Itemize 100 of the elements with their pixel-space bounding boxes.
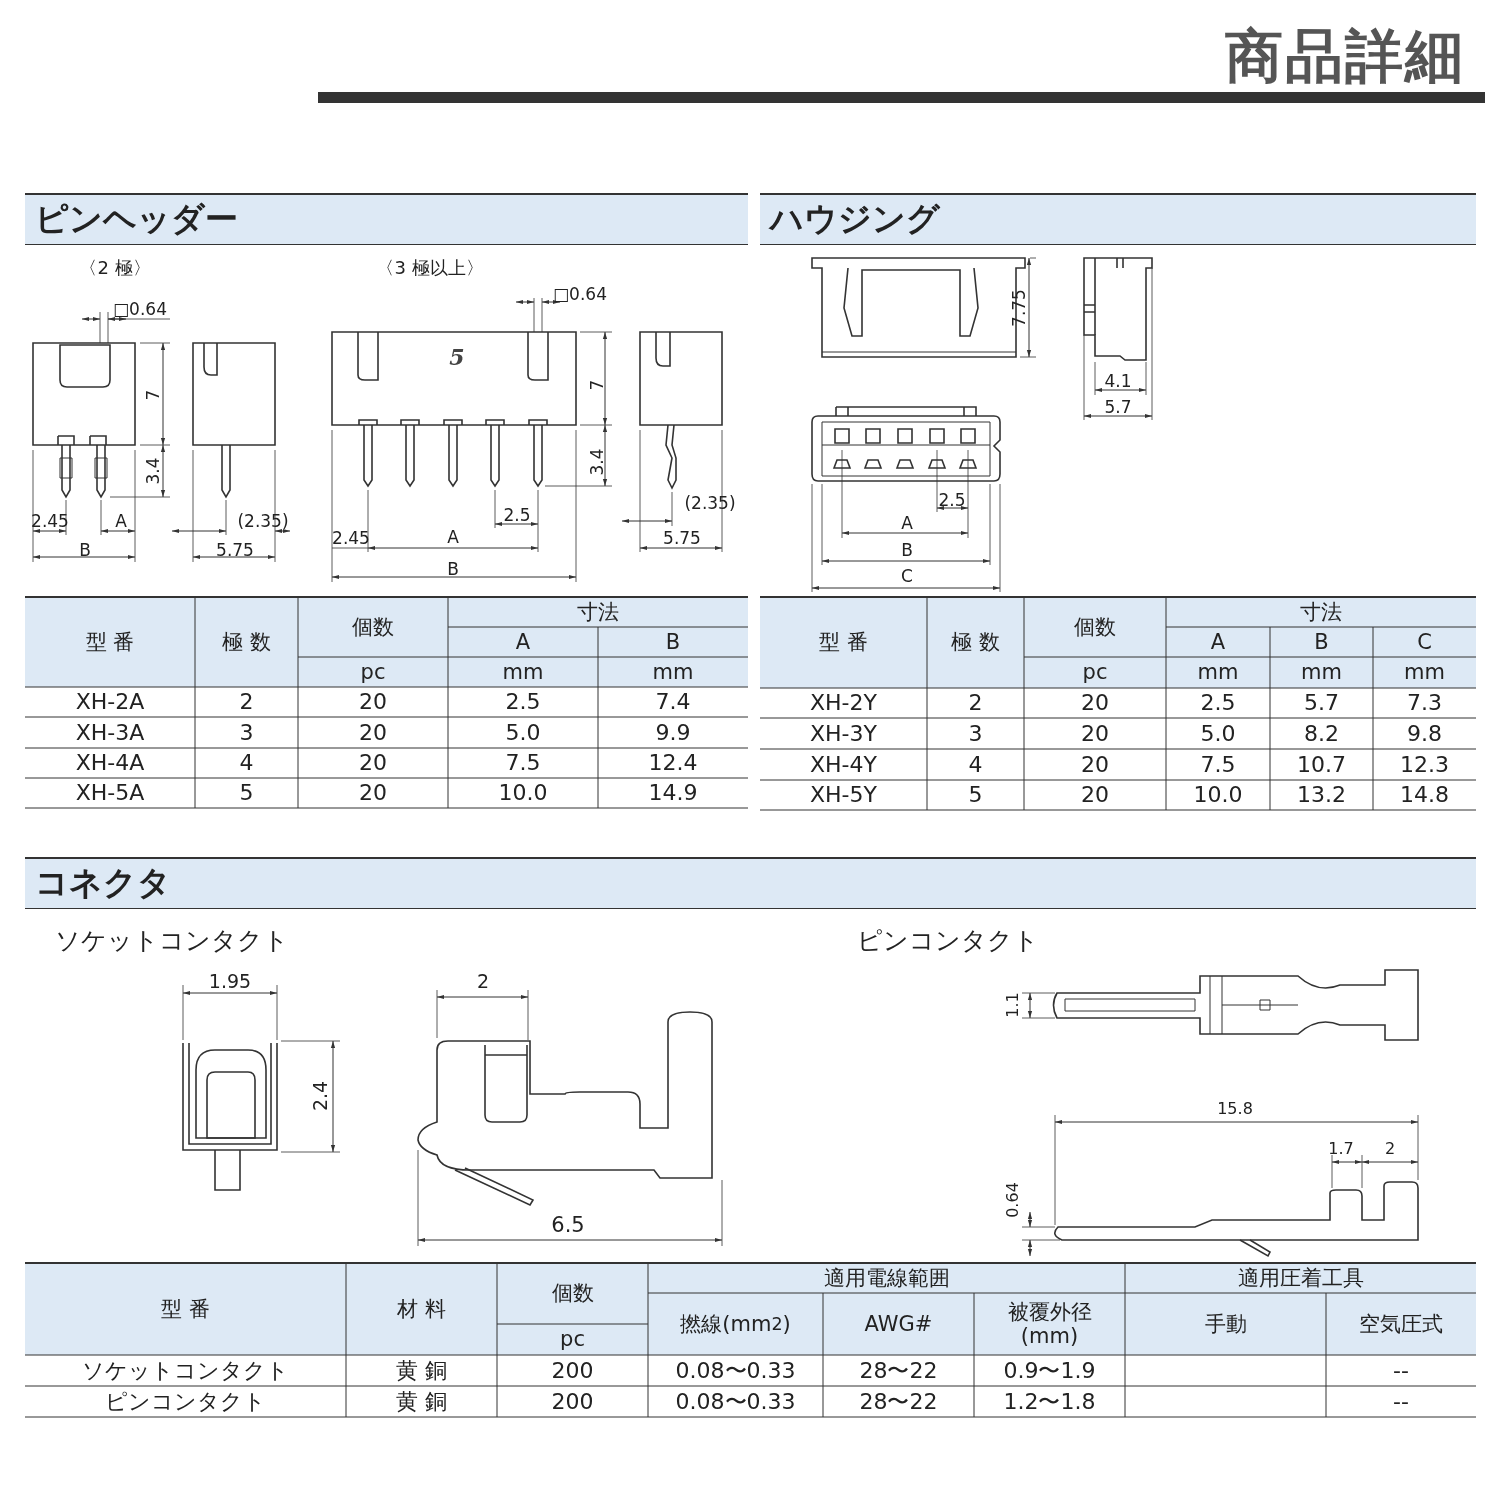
dimension-label: 5.75 [216, 541, 254, 559]
table-value: 0.08〜0.33 [674, 1356, 797, 1385]
table-value: 7.5 [1199, 750, 1237, 779]
dimension-label: 1.7 [1328, 1141, 1354, 1157]
column-header: 型 番 [84, 628, 136, 656]
subheading: ソケットコンタクト [55, 927, 289, 953]
table-value: 200 [550, 1356, 595, 1385]
table-value: 9.8 [1406, 719, 1443, 748]
dimension-label: C [901, 567, 913, 585]
column-header: 適用電線範囲 [822, 1264, 951, 1292]
table-value: 黄 銅 [395, 1356, 448, 1385]
column-header: 材 料 [396, 1295, 447, 1323]
dimension-label: 2.45 [332, 529, 370, 547]
dimension-label: 5.7 [1104, 398, 1132, 416]
table-value: -- [1392, 1356, 1410, 1385]
column-header: 手動 [1203, 1310, 1248, 1338]
column-header: 寸法 [1299, 598, 1343, 626]
dimension-label: 15.8 [1217, 1101, 1253, 1117]
table-value: XH-4A [74, 749, 146, 778]
dimension-label: 2.4 [310, 1080, 330, 1112]
table-value: 8.2 [1303, 719, 1340, 748]
dimension-label: 1.1 [1005, 992, 1021, 1018]
dimension-label: 2 [1384, 1141, 1396, 1157]
table-value: 10.7 [1296, 750, 1347, 779]
column-header: A [514, 628, 532, 656]
column-header: 型 番 [818, 629, 869, 657]
column-header: 空気圧式 [1358, 1310, 1444, 1338]
table-value: XH-2Y [809, 689, 878, 718]
table-value: 5 [967, 781, 984, 810]
section-header: ハウジング [760, 193, 1476, 245]
table-value: 12.4 [647, 749, 699, 778]
table-value: 20 [1080, 719, 1110, 748]
table-value: 20 [358, 718, 388, 747]
column-header: 極 数 [950, 629, 1001, 657]
column-header: AWG# [863, 1310, 934, 1338]
table-value: 黄 銅 [395, 1387, 448, 1416]
dimension-label: 3.4 [588, 448, 606, 476]
table-value: 4 [967, 750, 984, 779]
table-value: 5.0 [504, 718, 542, 747]
table-value: 1.2〜1.8 [1002, 1387, 1097, 1416]
table-value: 2 [967, 689, 984, 718]
column-header: pc [359, 658, 387, 686]
dimension-label: B [901, 541, 913, 559]
table-value: 7.4 [654, 688, 692, 717]
dimension-label: (2.35) [684, 494, 736, 512]
section-header: ピンヘッダー [25, 193, 748, 245]
dimension-label: B [447, 560, 459, 578]
section-header: コネクタ [25, 857, 1476, 909]
column-header: mm [501, 658, 545, 686]
dimension-label: 4.1 [1104, 372, 1132, 390]
table-value: 20 [1080, 689, 1110, 718]
table-value: ピンコンタクト [104, 1387, 267, 1416]
table-value: 14.9 [647, 779, 699, 808]
column-header: 型 番 [160, 1295, 211, 1323]
dimension-label: B [79, 541, 91, 559]
table-value: XH-4Y [809, 750, 878, 779]
dimension-label: 2 [476, 971, 490, 991]
table-value: 4 [238, 749, 255, 778]
column-header: mm [1403, 659, 1446, 687]
dimension-label: (2.35) [237, 512, 289, 530]
column-header: pc [1081, 659, 1109, 687]
table-value: 20 [1080, 781, 1110, 810]
dimension-label: 7.75 [1010, 289, 1028, 327]
table-value: 9.9 [654, 718, 692, 747]
column-header: 適用圧着工具 [1236, 1264, 1365, 1292]
table-value: 3 [967, 719, 984, 748]
table-value: XH-5A [74, 779, 146, 808]
table-value: 200 [550, 1387, 595, 1416]
table-value: 3 [238, 718, 255, 747]
column-header: B [1313, 628, 1330, 656]
table-value: ソケットコンタクト [81, 1356, 290, 1385]
column-header: mm [651, 658, 695, 686]
dimension-label: 〈2 極〉 [79, 259, 151, 277]
subheading: ピンコンタクト [857, 927, 1039, 953]
dimension-label: A [901, 514, 913, 532]
table-value: 20 [1080, 750, 1110, 779]
table-value: 28〜22 [858, 1387, 939, 1416]
column-header: mm [1196, 659, 1240, 687]
column-header: pc [559, 1326, 586, 1354]
column-header: C [1416, 628, 1433, 656]
dimension-label: A [447, 528, 459, 546]
table-value: 20 [358, 779, 388, 808]
table-value: XH-5Y [809, 781, 878, 810]
table-value: 28〜22 [858, 1356, 939, 1385]
dimension-label: 7 [144, 389, 162, 401]
dimension-label: □0.64 [553, 285, 607, 303]
dimension-label: 5.75 [663, 529, 701, 547]
table-value: 0.9〜1.9 [1002, 1356, 1097, 1385]
table-value: 13.2 [1296, 781, 1347, 810]
table-value: 20 [358, 749, 388, 778]
table-value: 20 [358, 688, 388, 717]
dimension-label: 2.5 [503, 506, 531, 524]
dimension-label: 7 [588, 379, 606, 391]
part-marking: 5 [449, 346, 465, 368]
dimension-label: 6.5 [551, 1214, 585, 1236]
table-value: 7.3 [1406, 689, 1443, 718]
dimension-label: 2.5 [938, 491, 966, 509]
table-value: 5 [238, 779, 255, 808]
column-header: mm [1300, 659, 1343, 687]
table-value: XH-3A [74, 718, 146, 747]
